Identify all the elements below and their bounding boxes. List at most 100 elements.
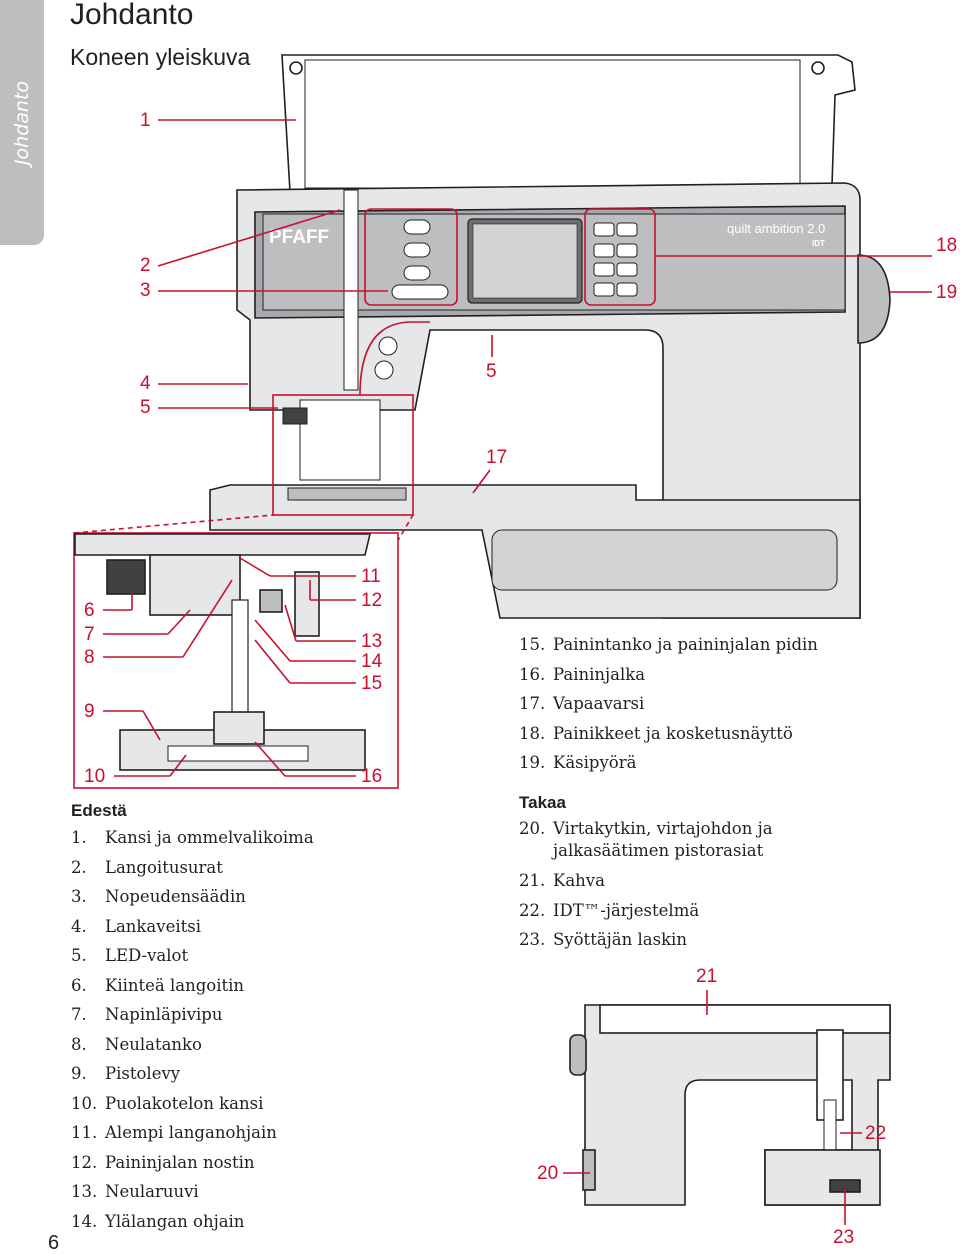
callout-3: 3 [140, 280, 151, 301]
thread-guide-bar [343, 189, 359, 391]
needle-screw [259, 589, 283, 613]
page-title: Johdanto [70, 0, 194, 31]
list-item: 5.LED-valot [71, 946, 189, 965]
callout-1: 1 [140, 110, 151, 131]
button-reverse [403, 265, 431, 281]
list-item: 3.Nopeudensäädin [71, 887, 246, 906]
zoom-line-left [73, 514, 274, 534]
leader-lines-back [563, 990, 862, 1225]
list-item: 19.Käsipyörä [519, 753, 637, 772]
callout-17: 17 [486, 447, 508, 468]
button-minus-2 [593, 262, 615, 277]
list-item: 7.Napinläpivipu [71, 1005, 223, 1024]
callout-frames [272, 208, 656, 516]
front-heading: Edestä [71, 801, 127, 820]
callout-11: 11 [361, 566, 381, 587]
back-needle-bar [823, 1099, 837, 1151]
list-item: 18.Painikkeet ja kosketusnäyttö [519, 723, 793, 743]
button-plus-2 [616, 262, 638, 277]
list-item: 23.Syöttäjän laskin [519, 930, 687, 949]
list-item: 22.IDT™-järjestelmä [519, 900, 700, 920]
brand-logo: PFAFF [269, 227, 329, 248]
model-label: quilt ambition 2.0 [727, 221, 825, 236]
lid-screw-right [811, 61, 825, 75]
back-heading: Takaa [519, 793, 566, 812]
front-parts-list: Edestä 1.Kansi ja ommelvalikoima 2.Lango… [71, 799, 371, 1236]
frame-led-area [359, 321, 430, 396]
touch-screen-glass [472, 223, 578, 299]
frame-needle-area [272, 394, 414, 516]
needle-plate-slot [167, 745, 309, 762]
list-item: 14.Ylälangan ohjain [71, 1211, 245, 1231]
needle-bar-housing [149, 554, 241, 616]
presser-foot [213, 711, 265, 745]
frame-buttons-right [584, 208, 656, 306]
start-stop-button [378, 336, 398, 356]
callout-16: 16 [361, 766, 383, 787]
stitch-plate [287, 487, 407, 501]
back-handle [599, 1004, 891, 1034]
callout-15: 15 [361, 673, 383, 694]
button-tie-off [403, 242, 431, 258]
callout-7: 7 [84, 624, 95, 645]
button-info [593, 282, 615, 297]
callout-4: 4 [140, 373, 151, 394]
handwheel [857, 254, 891, 344]
button-minus-1 [593, 243, 615, 258]
leader-lines-detail [103, 557, 356, 777]
machine-back-illustration [569, 1004, 891, 1206]
list-item: 2.Langoitusurat [71, 857, 223, 877]
list-item: 1.Kansi ja ommelvalikoima [71, 828, 314, 847]
idt-logo: IDT [812, 239, 825, 248]
button-needle-up [403, 219, 431, 235]
page-subtitle: Koneen yleiskuva [70, 44, 251, 70]
lid-inner [304, 59, 801, 189]
list-item: 21.Kahva [519, 871, 605, 890]
machine-front-illustration: PFAFF quilt ambition 2.0 IDT [209, 54, 891, 619]
callout-19: 19 [936, 282, 958, 303]
callout-2: 2 [140, 255, 151, 276]
callout-8: 8 [84, 647, 95, 668]
back-handwheel [569, 1034, 587, 1076]
list-item: 12.Paininjalan nostin [71, 1152, 255, 1172]
callout-14: 14 [361, 651, 383, 672]
callout-5b: 5 [486, 361, 497, 382]
button-stitch-1 [593, 222, 615, 237]
button-plus-1 [616, 243, 638, 258]
button-mirror [616, 282, 638, 297]
list-item: 8.Neulatanko [71, 1034, 202, 1054]
button-stitch-2 [616, 222, 638, 237]
back-parts-list: Takaa 20.Virtakytkin, virtajohdon ja jal… [519, 791, 919, 955]
page-number: 6 [48, 1232, 60, 1254]
front-parts-list-continued: 15.Painintanko ja paininjalan pidin 16.P… [519, 630, 919, 778]
thread-cutter-knob [106, 559, 146, 595]
presser-foot-button [374, 360, 394, 380]
callout-18: 18 [936, 235, 958, 256]
callout-12: 12 [361, 590, 383, 611]
knob-small [282, 407, 308, 425]
list-item: 4.Lankaveitsi [71, 916, 201, 936]
side-tab: Johdanto [0, 0, 44, 245]
presser-area [299, 399, 381, 481]
callout-23: 23 [833, 1227, 855, 1248]
free-arm-cover [491, 529, 838, 591]
callout-21: 21 [696, 966, 718, 987]
speed-slider [391, 284, 449, 300]
back-power-switch [582, 1149, 596, 1191]
list-item: 6.Kiinteä langoitin [71, 975, 245, 995]
list-item: 17.Vapaavarsi [519, 694, 645, 713]
zoom-lines [73, 514, 414, 543]
list-item: 11.Alempi langanohjain [71, 1123, 277, 1142]
callout-20: 20 [537, 1163, 559, 1184]
callout-9: 9 [84, 701, 95, 722]
lid-screw-left [289, 61, 303, 75]
callout-5a: 5 [140, 397, 151, 418]
list-item: 15.Painintanko ja paininjalan pidin [519, 635, 818, 654]
callout-6: 6 [84, 600, 95, 621]
list-item: 20.Virtakytkin, virtajohdon ja jalkasäät… [519, 819, 773, 860]
callout-22: 22 [865, 1123, 887, 1144]
callout-13: 13 [361, 631, 383, 652]
callout-10: 10 [84, 766, 106, 787]
list-item: 13.Neularuuvi [71, 1182, 199, 1201]
